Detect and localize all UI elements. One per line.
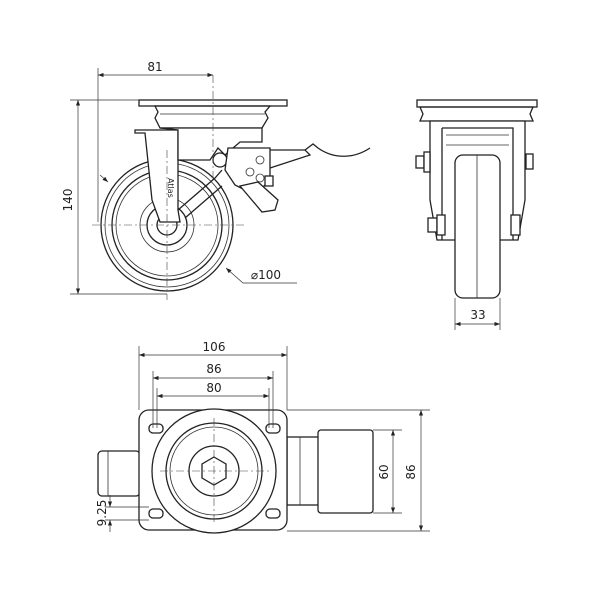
wheel-neck	[286, 436, 321, 506]
dim-hole-spacing-80: 80	[206, 381, 221, 395]
dim-wheel-diameter: ⌀100	[251, 268, 281, 282]
axle-nut	[510, 214, 521, 236]
wheel-top	[317, 429, 374, 514]
dim-slot-9-25: 9.25	[95, 500, 109, 527]
swivel-bearing	[153, 105, 272, 129]
front-wheel	[454, 154, 501, 299]
bolt	[415, 155, 425, 169]
dim-offset-81: 81	[147, 60, 162, 74]
front-view: 33	[415, 99, 538, 330]
top-view: 106 86 80 60 86 9.25	[95, 340, 430, 534]
brake-pedal	[97, 450, 141, 497]
dim-plate-width-106: 106	[203, 340, 226, 354]
bolt	[525, 153, 534, 170]
brake-pad	[238, 181, 279, 213]
dim-vertical-60: 60	[377, 464, 391, 479]
dim-plate-depth-86: 86	[404, 464, 418, 479]
dim-wheel-width-33: 33	[470, 308, 485, 322]
side-view: Atlas 81 140 ⌀100	[61, 60, 371, 300]
brand-logo: Atlas	[166, 178, 175, 198]
front-top-plate	[416, 99, 538, 108]
brake-lever	[304, 143, 371, 157]
dim-hole-spacing-86: 86	[206, 362, 221, 376]
dim-height-140: 140	[61, 189, 75, 212]
axle-nut	[427, 217, 438, 233]
